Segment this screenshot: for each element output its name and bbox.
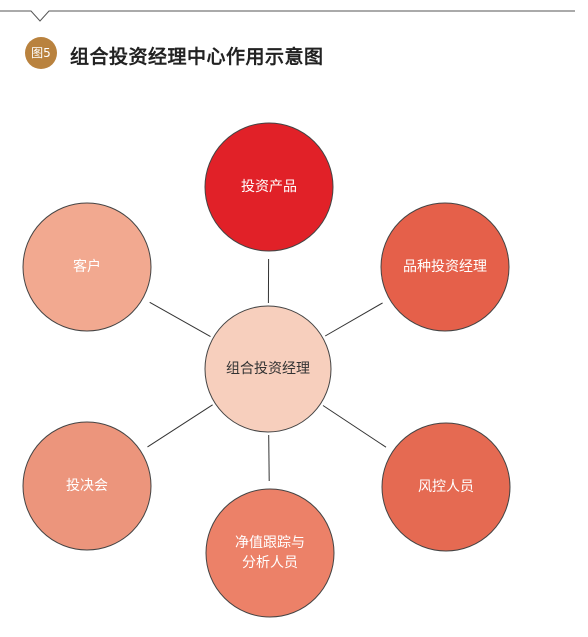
connector-risk-staff xyxy=(322,405,387,448)
node-tracking-staff xyxy=(205,488,335,618)
figure-badge-label: 图5 xyxy=(31,46,51,60)
connector-variety-manager xyxy=(324,302,383,337)
connector-client xyxy=(149,301,211,338)
center-node xyxy=(204,305,332,433)
figure-badge xyxy=(25,37,57,69)
node-label-risk-staff: 风控人员 xyxy=(418,479,474,495)
node-variety-manager xyxy=(380,202,510,332)
node-client xyxy=(22,202,152,332)
node-label-tracking-staff: 净值跟踪与 分析人员 xyxy=(235,535,305,571)
node-risk-staff xyxy=(381,422,511,552)
connector-committee xyxy=(147,404,213,448)
node-label-variety-manager: 品种投资经理 xyxy=(403,259,487,275)
node-committee xyxy=(22,421,152,551)
center-node-label: 组合投资经理 xyxy=(226,361,310,377)
node-label-product: 投资产品 xyxy=(241,179,297,195)
node-label-client: 客户 xyxy=(73,259,101,275)
header-rule xyxy=(0,10,575,22)
node-product xyxy=(204,122,334,252)
connector-tracking-staff xyxy=(268,434,270,482)
nodes xyxy=(22,122,511,618)
connectors xyxy=(147,258,387,482)
figure-title: 组合投资经理中心作用示意图 xyxy=(70,46,324,68)
node-label-committee: 投决会 xyxy=(66,478,108,494)
